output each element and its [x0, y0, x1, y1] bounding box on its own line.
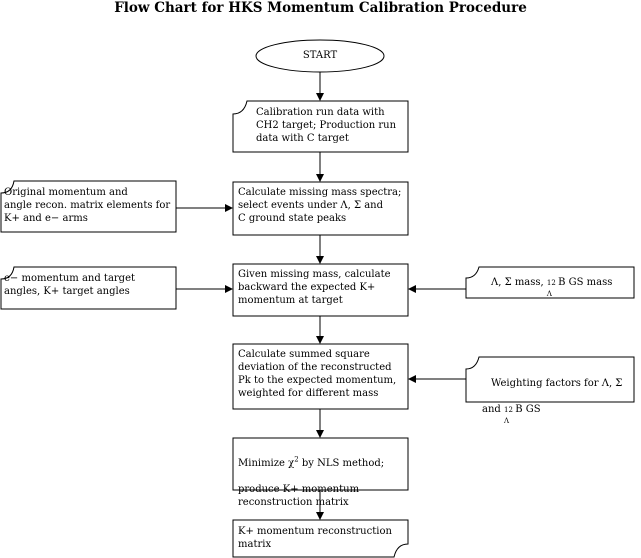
result-label: K+ momentum reconstruction matrix — [238, 526, 392, 550]
weighting-text-and: and — [482, 404, 501, 415]
result-shape — [232, 519, 409, 558]
masses-text-2: B GS mass — [558, 277, 613, 288]
masses-shape — [465, 266, 635, 299]
missing-mass-box — [232, 181, 409, 236]
calib-data-label: Calibration run data with CH2 target; Pr… — [256, 107, 397, 144]
masses-label: Λ, Σ mass, 12 Λ B GS mass — [491, 276, 636, 298]
weighting-sub: Λ — [504, 417, 510, 425]
minimize-text-suffix: by NLS method; — [298, 458, 385, 469]
minimize-line-1: Minimize χ2 by NLS method; — [238, 455, 408, 470]
masses-sup: 12 — [546, 279, 556, 287]
calib-data-shape — [232, 100, 409, 153]
chart-title: Flow Chart for HKS Momentum Calibration … — [114, 0, 527, 16]
deviation-box — [232, 343, 409, 410]
weighting-line-1: Weighting factors for Λ, Σ — [491, 378, 623, 389]
masses-text-1: Λ, Σ mass, — [491, 277, 544, 288]
minimize-sup: 2 — [294, 455, 299, 464]
weighting-label: Weighting factors for Λ, Σ and 12 Λ B GS — [482, 364, 636, 429]
missing-mass-label: Calculate missing mass spectra; select e… — [238, 187, 402, 224]
weighting-line-2: and 12 Λ B GS — [482, 403, 636, 425]
weighting-text-gs: B GS — [515, 404, 541, 415]
given-mm-box — [232, 263, 409, 317]
orig-matrix-label: Original momentum and angle recon. matri… — [4, 187, 171, 224]
weighting-shape — [465, 356, 635, 403]
e-momentum-shape — [0, 266, 177, 310]
start-label: START — [302, 50, 338, 61]
deviation-label: Calculate summed square deviation of the… — [238, 349, 397, 399]
weighting-sup: 12 — [504, 406, 513, 414]
e-momentum-label: e− momentum and target angles, K+ target… — [4, 273, 136, 297]
minimize-label: Minimize χ2 by NLS method; produce K+ mo… — [238, 444, 408, 522]
minimize-rest: produce K+ momentum reconstruction matri… — [238, 484, 360, 508]
masses-sub: Λ — [546, 290, 552, 298]
orig-matrix-shape — [0, 180, 177, 233]
minimize-box — [232, 437, 409, 491]
given-mm-label: Given missing mass, calculate backward t… — [238, 269, 391, 306]
minimize-text-prefix: Minimize χ — [238, 458, 295, 469]
